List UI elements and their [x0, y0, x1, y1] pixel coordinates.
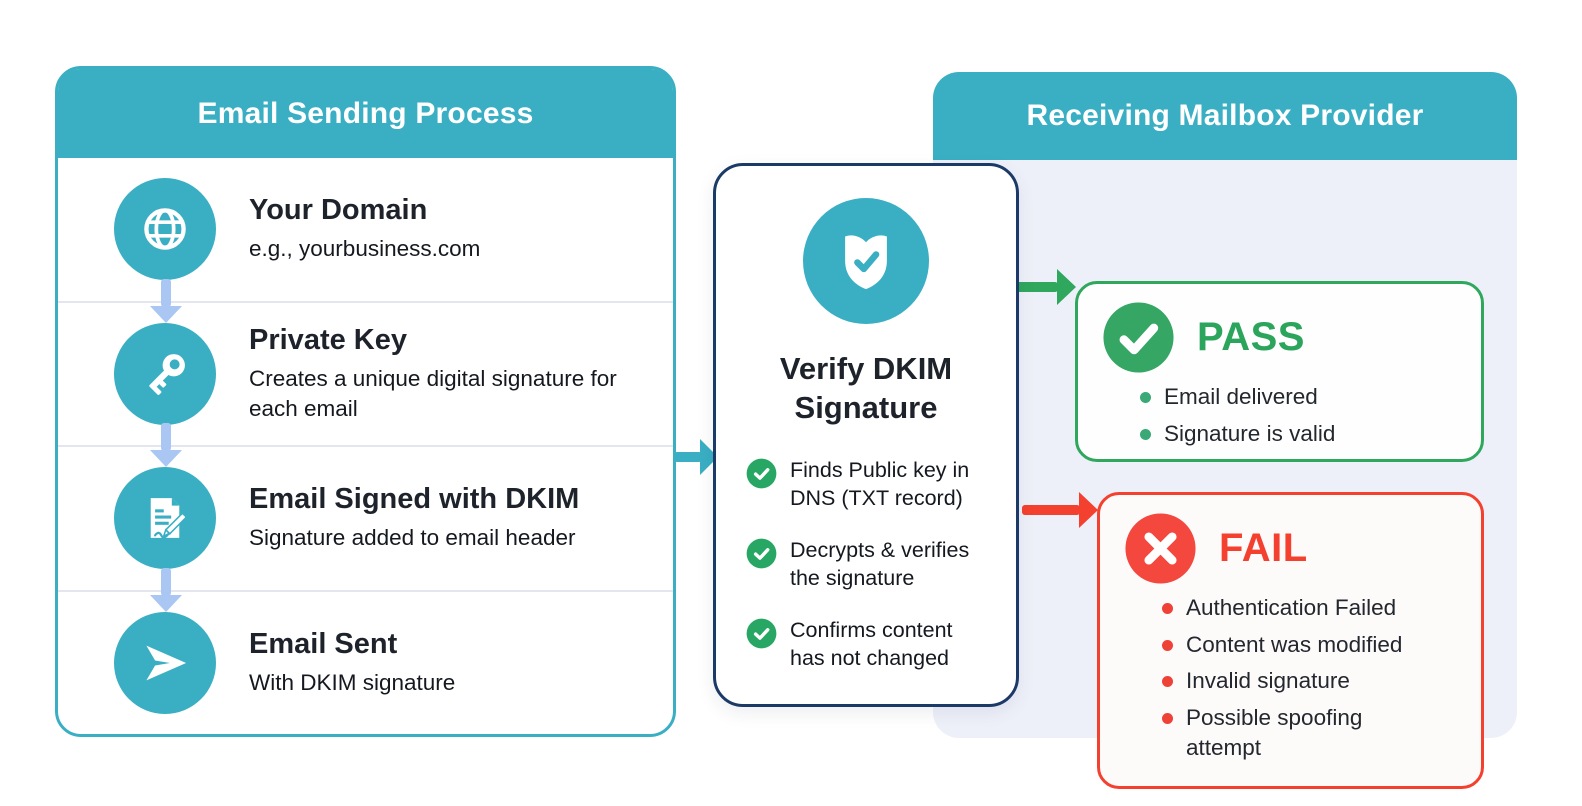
step-description: e.g., yourbusiness.com	[249, 236, 481, 262]
pass-bullet: Signature is valid	[1140, 419, 1457, 449]
check-circle-icon	[746, 618, 777, 649]
check-circle-icon	[746, 538, 777, 569]
step-title: Email Signed with DKIM	[249, 483, 580, 516]
flow-arrow-to-pass-icon	[1014, 269, 1076, 305]
step-description: Creates a unique digital signature for e…	[249, 366, 617, 421]
fail-result-box: FAIL Authentication Failed Content was m…	[1097, 492, 1484, 789]
fail-label: FAIL	[1219, 526, 1308, 570]
step-title: Private Key	[249, 324, 407, 357]
fail-bullet: Content was modified	[1162, 630, 1457, 660]
verify-dkim-panel: Verify DKIM Signature Finds Public key i…	[713, 163, 1019, 707]
down-arrow-icon	[150, 278, 182, 323]
pass-label: PASS	[1197, 315, 1305, 359]
verify-check-item: Decrypts & verifies the signature	[746, 536, 992, 593]
bullet-dot	[1140, 392, 1151, 403]
bullet-dot	[1162, 639, 1173, 651]
x-circle-icon	[1125, 513, 1196, 584]
step-email-signed: Email Signed with DKIM Signature added t…	[58, 447, 673, 590]
divider	[58, 423, 673, 467]
step-title: Email Sent	[249, 627, 398, 660]
pass-result-box: PASS Email delivered Signature is valid	[1075, 281, 1484, 462]
key-icon	[114, 322, 216, 425]
fail-bullet: Authentication Failed	[1162, 593, 1457, 623]
globe-icon	[114, 178, 216, 281]
step-private-key: Private Key Creates a unique digital sig…	[58, 303, 673, 446]
left-panel-body: Your Domain e.g., yourbusiness.com	[58, 158, 673, 734]
check-circle-icon	[1103, 302, 1174, 373]
check-circle-icon	[746, 458, 777, 488]
step-title: Your Domain	[249, 194, 428, 227]
shield-check-icon	[803, 198, 929, 324]
verify-check-item: Confirms content has not changed	[746, 616, 992, 673]
bullet-dot	[1162, 713, 1173, 725]
right-panel-title: Receiving Mailbox Provider	[933, 72, 1517, 160]
flow-arrow-to-fail-icon	[1022, 492, 1098, 528]
bullet-dot	[1162, 676, 1173, 688]
left-panel-title: Email Sending Process	[58, 69, 673, 158]
down-arrow-icon	[150, 423, 182, 467]
verify-check-item: Finds Public key in DNS (TXT record)	[746, 456, 992, 513]
send-icon	[114, 611, 216, 714]
fail-bullet: Invalid signature	[1162, 666, 1457, 696]
receiving-mailbox-provider-panel: Receiving Mailbox Provider PASS Email de…	[933, 72, 1517, 789]
step-description: With DKIM signature	[249, 669, 456, 695]
divider	[58, 278, 673, 323]
down-arrow-icon	[150, 567, 182, 612]
verify-panel-title: Verify DKIM Signature	[779, 351, 953, 425]
bullet-dot	[1162, 603, 1173, 614]
document-signature-icon	[114, 467, 216, 570]
email-sending-process-panel: Email Sending Process Your Domain e.g., …	[55, 66, 676, 737]
flow-arrow-to-verify-icon	[674, 439, 718, 475]
right-panel-body: PASS Email delivered Signature is valid …	[933, 160, 1517, 789]
step-email-sent: Email Sent With DKIM signature	[58, 592, 673, 735]
pass-bullet: Email delivered	[1140, 382, 1457, 412]
step-your-domain: Your Domain e.g., yourbusiness.com	[58, 158, 673, 301]
divider	[58, 567, 673, 612]
bullet-dot	[1140, 428, 1151, 440]
fail-bullet: Possible spoofing attempt	[1162, 703, 1457, 762]
step-description: Signature added to email header	[249, 525, 576, 551]
